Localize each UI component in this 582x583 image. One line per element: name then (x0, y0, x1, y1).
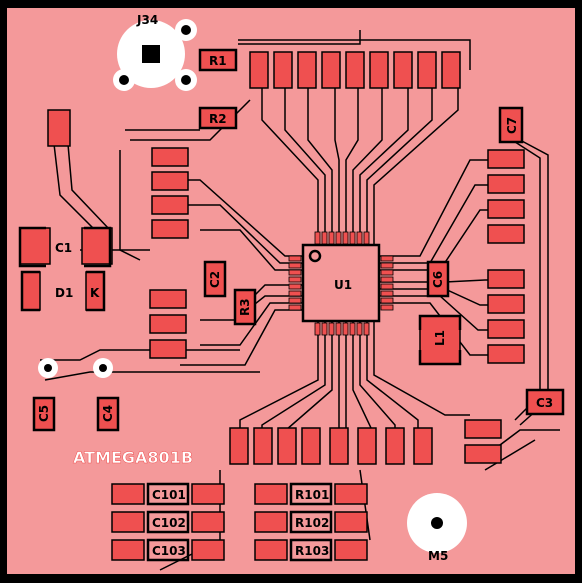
l1-outline (418, 314, 462, 366)
label-c102: C102 (152, 516, 186, 530)
label-m5: M5 (428, 549, 448, 563)
c3-outline (525, 388, 565, 416)
m5-mounting-hole (407, 493, 467, 553)
label-c5: C5 (37, 405, 51, 422)
c101-outline (146, 482, 190, 506)
label-r103: R103 (295, 544, 329, 558)
label-r102: R102 (295, 516, 329, 530)
r3-outline (233, 288, 257, 326)
label-c2: C2 (208, 271, 222, 288)
smd-pads (19, 49, 564, 561)
c103-outline (146, 538, 190, 562)
r102-outline (289, 510, 333, 534)
c102-outline (146, 510, 190, 534)
label-c3: C3 (536, 396, 553, 410)
label-c101: C101 (152, 488, 186, 502)
label-c7: C7 (505, 117, 519, 134)
c1-outline (18, 226, 112, 268)
u1-outline (301, 243, 381, 323)
u1-pins (288, 231, 394, 336)
label-c6: C6 (431, 271, 445, 288)
label-l1: L1 (433, 330, 447, 346)
r1-outline (198, 48, 238, 72)
label-u1: U1 (334, 278, 352, 292)
label-j34: J34 (136, 13, 158, 27)
label-c4: C4 (101, 405, 115, 422)
silk-labels: J34 R1 R2 C1 D1 K U1 C2 R3 C6 L1 C7 C3 C… (37, 13, 553, 563)
c2-outline (203, 260, 227, 298)
label-c103: C103 (152, 544, 186, 558)
r101-outline (289, 482, 333, 506)
through-hole-pads (38, 358, 113, 378)
c5-outline (32, 396, 56, 432)
r103-outline (289, 538, 333, 562)
label-r3: R3 (238, 298, 252, 316)
c4-outline (96, 396, 120, 432)
label-c1: C1 (55, 241, 72, 255)
j34-connector (113, 19, 197, 91)
label-r2: R2 (209, 112, 227, 126)
c6-outline (426, 260, 450, 298)
board-title: ATMEGA801B (73, 448, 193, 467)
u1-pin1-marker (308, 249, 322, 263)
c7-outline (498, 106, 524, 144)
label-d1-k: K (90, 286, 100, 300)
label-r1: R1 (209, 54, 227, 68)
r2-outline (198, 106, 238, 130)
label-r101: R101 (295, 488, 329, 502)
silk-outlines (18, 48, 565, 562)
d1-outline (20, 270, 106, 312)
label-d1: D1 (55, 286, 73, 300)
